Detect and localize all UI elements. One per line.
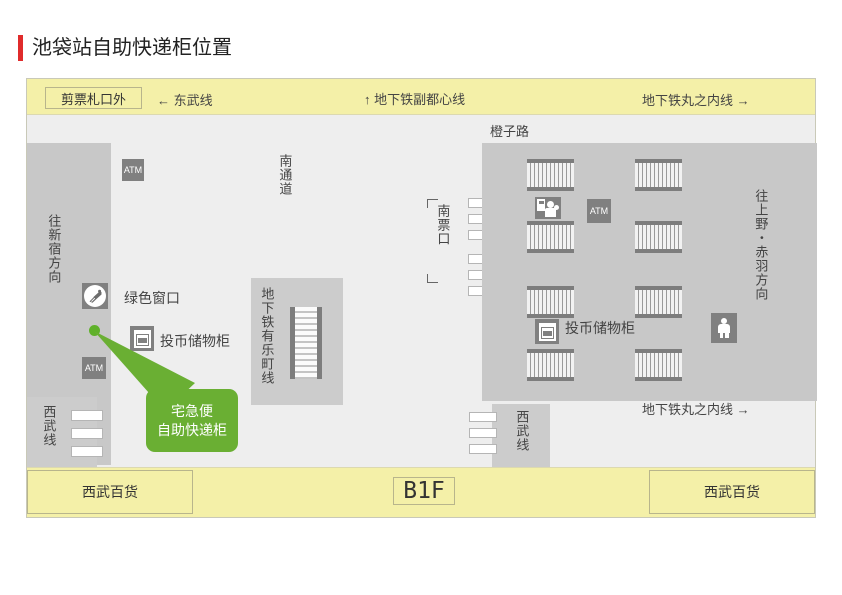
seibu-gate-bar — [71, 410, 103, 421]
title-accent-bar — [18, 35, 23, 61]
baby-room-head — [547, 201, 554, 208]
callout-line-2: 自助快递柜 — [157, 421, 227, 438]
coin-locker-icon-right — [535, 319, 559, 344]
atm-icon-lower-label: ATM — [84, 363, 104, 373]
atm-icon-lower: ATM — [82, 357, 106, 379]
gate-bracket-top — [427, 199, 438, 208]
atm-icon-label: ATM — [123, 165, 143, 175]
location-dot — [89, 325, 100, 336]
yurakucho-line-label: 地下铁有乐町线 — [259, 287, 275, 385]
baby-room-machine — [537, 199, 545, 211]
atm-icon-right: ATM — [587, 199, 611, 223]
platform-stairs — [635, 159, 682, 191]
platform-stairs — [635, 221, 682, 253]
page-title-text: 池袋站自助快递柜位置 — [32, 37, 232, 59]
restroom-body — [718, 324, 730, 333]
restroom-glyph — [717, 318, 731, 338]
tobu-line-label: ← 东武线 — [157, 93, 213, 108]
baby-room-baby — [554, 205, 559, 210]
fukutoshin-line-label: ↑ 地下铁副都心线 — [364, 92, 466, 107]
seibu-line-left-label: 西武线 — [41, 405, 57, 447]
coin-locker-tab-right — [540, 322, 548, 327]
escalator-yurakucho — [290, 307, 322, 379]
coin-locker-tab — [135, 329, 143, 334]
atm-icon-right-label: ATM — [589, 206, 609, 216]
seibu-center-gate-bar — [469, 412, 497, 422]
coin-locker-glyph — [133, 329, 151, 348]
orange-road-label: 橙子路 — [490, 124, 530, 139]
coin-locker-left-label: 投币储物柜 — [160, 333, 230, 349]
restroom-leg-left — [719, 332, 723, 338]
baby-room-body — [545, 208, 556, 217]
baby-room-icon — [535, 197, 561, 219]
station-map: 剪票札口外 ← 东武线 ↑ 地下铁副都心线 地下铁丸之内线 → 橙子路 往新宿方… — [26, 78, 817, 518]
page-title: 池袋站自助快递柜位置 — [18, 35, 232, 61]
platform-stairs — [635, 286, 682, 318]
escalator-icon — [82, 283, 108, 309]
to-shinjuku-label: 往新宿方向 — [46, 214, 62, 284]
seibu-department-right: 西武百货 — [649, 470, 815, 514]
floor-indicator: B1F — [393, 477, 455, 505]
marunouchi-line-lower-label: 地下铁丸之内线 → — [642, 402, 750, 417]
coin-locker-glyph-right — [538, 322, 556, 341]
to-ueno-label: 往上野・赤羽方向 — [753, 189, 769, 301]
platform-stairs — [527, 349, 574, 381]
zone-seibu-center — [492, 404, 550, 468]
seibu-center-gate-bar — [469, 444, 497, 454]
escalator-icon-circle — [84, 285, 106, 307]
green-window-label: 绿色窗口 — [124, 290, 180, 306]
seibu-department-left: 西武百货 — [27, 470, 193, 514]
gate-outside-label: 剪票札口外 — [45, 87, 142, 109]
callout-line-1: 宅急便 — [171, 402, 213, 419]
restroom-leg-right — [725, 332, 729, 338]
seibu-gate-bar — [71, 428, 103, 439]
restroom-icon — [711, 313, 737, 343]
coin-locker-icon — [130, 326, 154, 351]
seibu-center-gate-bar — [469, 428, 497, 438]
platform-stairs — [527, 159, 574, 191]
baby-room-glyph — [537, 199, 559, 217]
escalator-glyph — [89, 289, 101, 303]
seibu-line-center-label: 西武线 — [514, 410, 530, 452]
top-band — [27, 79, 815, 115]
delivery-locker-callout: 宅急便 自助快递柜 — [146, 389, 238, 452]
south-passage-label: 南通道 — [277, 154, 293, 196]
gate-bracket-bottom — [427, 274, 438, 283]
restroom-head — [721, 318, 727, 324]
coin-locker-right-label: 投币储物柜 — [565, 320, 635, 336]
south-gate-label: 南票口 — [435, 204, 451, 246]
marunouchi-line-label: 地下铁丸之内线 → — [642, 93, 750, 108]
atm-icon: ATM — [122, 159, 144, 181]
platform-stairs — [635, 349, 682, 381]
seibu-gate-bar — [71, 446, 103, 457]
platform-stairs — [527, 286, 574, 318]
platform-stairs — [527, 221, 574, 253]
